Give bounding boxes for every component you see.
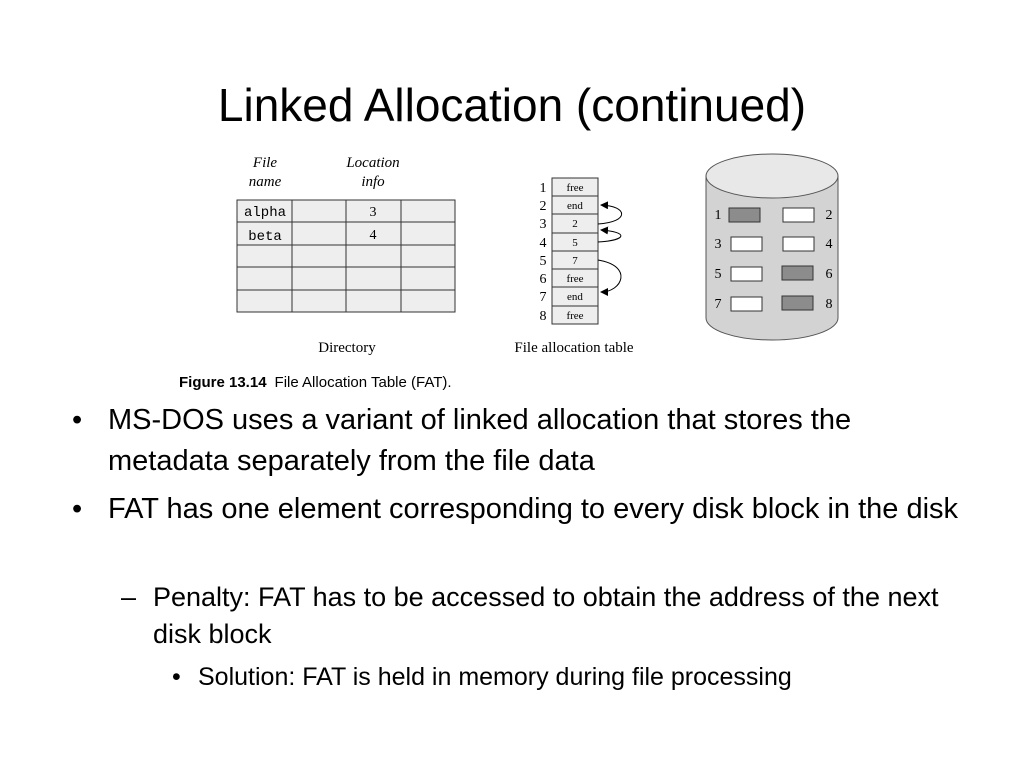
disk-block <box>782 207 815 223</box>
disk-block-label: 5 <box>715 267 722 282</box>
disk-block <box>728 207 761 223</box>
directory-header-location-line1: Location <box>345 155 399 171</box>
fat-label: File allocation table <box>514 340 633 356</box>
fat-value: end <box>567 200 583 212</box>
disk-block-label: 6 <box>826 267 833 282</box>
fat-value: 2 <box>572 218 578 230</box>
disk-block <box>730 236 763 252</box>
directory-label: Directory <box>318 340 376 356</box>
directory-row-location: 4 <box>370 228 377 243</box>
fat-index: 3 <box>540 217 547 232</box>
disk-blocks: 1 2 3 4 5 6 7 8 <box>715 207 833 312</box>
disk-block-label: 8 <box>826 297 833 312</box>
disk-block <box>781 265 814 281</box>
bullet-item: • FAT has one element corresponding to e… <box>72 489 968 530</box>
directory-header-file-line2: name <box>249 174 282 190</box>
directory-row-location: 3 <box>370 205 377 220</box>
fat-chain-arrow <box>597 201 622 225</box>
fat-index: 7 <box>540 290 547 305</box>
bullet-text: MS-DOS uses a variant of linked allocati… <box>108 404 852 477</box>
fat-chain-arrow <box>597 226 622 243</box>
bullet-mark: – <box>121 582 137 612</box>
fat-index: 6 <box>540 272 547 287</box>
directory-table: alpha 3 beta 4 <box>236 199 456 313</box>
disk-block <box>781 295 814 311</box>
sub-bullet-item: – Penalty: FAT has to be accessed to obt… <box>121 579 973 653</box>
fat-index: 8 <box>540 309 547 324</box>
disk-cylinder <box>705 153 839 341</box>
figure-number: Figure 13.14 <box>179 374 267 391</box>
fat-table: 1 free 2 end 3 2 4 5 5 7 6 free 7 end 8 … <box>540 177 599 325</box>
bullet-mark: • <box>172 663 181 691</box>
directory-header-location-line2: info <box>361 174 385 190</box>
slide-title: Linked Allocation (continued) <box>217 79 807 131</box>
fat-value: end <box>567 291 583 303</box>
fat-value: free <box>566 182 583 194</box>
fat-value: 7 <box>572 255 578 267</box>
fat-index: 2 <box>540 199 547 214</box>
fat-value: free <box>566 273 583 285</box>
figure-caption: Figure 13.14 File Allocation Table (FAT). <box>179 374 452 391</box>
fat-value: free <box>566 310 583 322</box>
disk-block-label: 3 <box>715 237 722 252</box>
figure-caption-text: File Allocation Table (FAT). <box>274 374 452 391</box>
fat-figure: File name Location info alpha 3 beta 4 D… <box>236 153 839 356</box>
fat-index: 4 <box>540 236 547 251</box>
fat-index: 5 <box>540 254 547 269</box>
bullet-text: Solution: FAT is held in memory during f… <box>198 663 792 691</box>
bullet-text: Penalty: FAT has to be accessed to obtai… <box>153 582 939 649</box>
disk-block-label: 7 <box>715 297 722 312</box>
bullet-text: FAT has one element corresponding to eve… <box>108 493 959 525</box>
disk-block <box>730 266 763 282</box>
disk-block-label: 4 <box>826 237 833 252</box>
bullet-mark: • <box>72 493 83 525</box>
disk-block-label: 1 <box>715 208 722 223</box>
directory-header-file-line1: File <box>252 155 277 171</box>
fat-index: 1 <box>540 181 547 196</box>
fat-chain-arrow <box>597 259 622 296</box>
bullet-mark: • <box>72 404 83 436</box>
sub-sub-bullet-item: • Solution: FAT is held in memory during… <box>172 661 958 693</box>
disk-block-label: 2 <box>826 208 833 223</box>
bullet-item: • MS-DOS uses a variant of linked alloca… <box>72 400 968 482</box>
disk-block <box>730 296 763 312</box>
fat-value: 5 <box>572 237 578 249</box>
disk-block <box>782 236 815 252</box>
directory-row-name: alpha <box>244 205 286 221</box>
directory-row-name: beta <box>248 229 282 245</box>
